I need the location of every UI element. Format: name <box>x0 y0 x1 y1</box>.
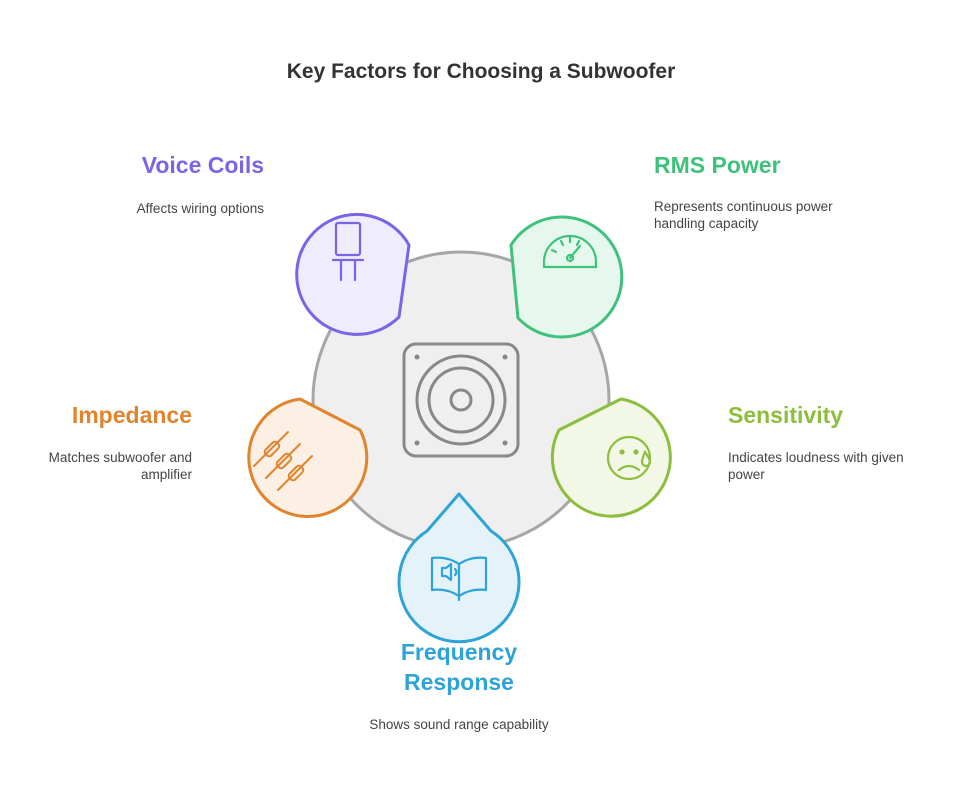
page-title: Key Factors for Choosing a Subwoofer <box>286 60 676 83</box>
frequency-response-description: Shows sound range capability <box>369 717 549 732</box>
audio-book-icon <box>430 556 488 602</box>
voice-coils-petal <box>295 212 411 336</box>
gauge-icon <box>542 234 598 269</box>
speaker-icon <box>402 342 520 458</box>
capacitor-icon <box>331 221 365 282</box>
resistor-icon <box>253 431 313 491</box>
rms-power-label: RMS Power <box>654 152 781 178</box>
impedance-label: Impedance <box>71 402 192 428</box>
sensitivity-label: Sensitivity <box>728 402 844 428</box>
impedance-description: Matches subwoofer and amplifier <box>48 450 192 482</box>
frequency-response-label: Frequency Response <box>400 639 518 695</box>
frequency-response-petal <box>397 492 521 644</box>
sensitivity-petal <box>550 397 672 518</box>
impedance-petal <box>247 397 369 518</box>
rms-power-petal <box>509 215 624 339</box>
voice-coils-description: Affects wiring options <box>136 201 264 216</box>
sad-face-icon <box>606 435 652 481</box>
rms-power-description: Represents continuous power handling cap… <box>654 199 833 231</box>
voice-coils-label: Voice Coils <box>141 152 264 178</box>
sensitivity-description: Indicates loudness with given power <box>728 450 904 482</box>
